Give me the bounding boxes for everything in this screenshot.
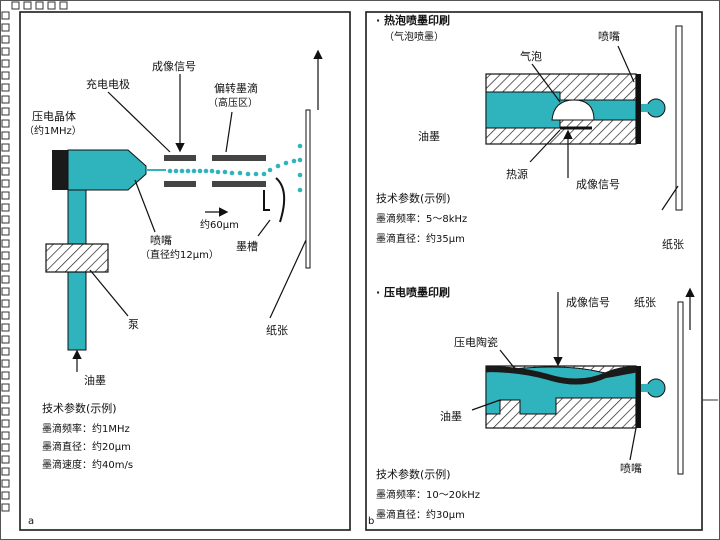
thermal-paper: [675, 25, 683, 211]
param-thermal-2: 墨滴直径：约35μm: [376, 232, 465, 245]
label-thermal-signal: 成像信号: [576, 178, 620, 191]
thermal-subtitle: （气泡喷墨）: [384, 30, 444, 43]
label-paper-a: 纸张: [266, 324, 288, 337]
leader-paper: [269, 239, 307, 319]
params-title-thermal: 技术参数(示例): [376, 191, 451, 205]
label-nozzle: 喷嘴: [150, 234, 172, 247]
leader-deflection: [225, 111, 233, 153]
param-a-1: 墨滴频率：约1MHz: [42, 422, 130, 435]
label-deflection-2: （高压区）: [208, 96, 258, 109]
label-nozzle-diameter: （直径约12μm）: [140, 248, 219, 261]
deflection-plate-bottom: [212, 181, 266, 187]
ink-gutter: [263, 190, 270, 211]
piezo-nozzle-plate: [636, 366, 641, 428]
piezo-title: · 压电喷墨印刷: [376, 285, 450, 299]
panel-b-frame: [365, 11, 703, 531]
label-piezo-ink: 油墨: [440, 409, 462, 423]
piezo-droplet: [646, 378, 666, 398]
label-pump: 泵: [128, 318, 139, 331]
charge-electrode-bottom: [164, 181, 196, 187]
param-thermal-1: 墨滴频率：5～8kHz: [376, 212, 467, 225]
label-thermal-paper: 纸张: [662, 238, 684, 251]
cij-printer: [45, 49, 323, 372]
label-piezo-signal: 成像信号: [566, 296, 610, 309]
label-piezo-paper: 纸张: [634, 296, 656, 309]
leader-piezo-nozzle: [629, 427, 637, 461]
leader-thermal-nozzle: [617, 45, 635, 83]
label-image-signal-a: 成像信号: [152, 60, 196, 73]
label-crystal-freq: （约1MHz）: [24, 124, 82, 137]
piezo-crystal: [52, 150, 68, 190]
piezo-droplet-neck: [641, 384, 649, 392]
leader-heat-source: [529, 129, 561, 163]
leader-piezo-ceramic: [499, 349, 517, 371]
leader-charge-electrode: [107, 91, 171, 153]
slide-top-ticks: [11, 1, 68, 10]
piezo-paper: [677, 301, 684, 475]
piezo-ceramic: [486, 366, 636, 385]
label-heat-source: 热源: [506, 167, 528, 181]
leader-thermal-paper: [661, 185, 679, 211]
deflection-plate-top: [212, 155, 266, 161]
slide-left-ticks: [1, 11, 10, 512]
label-gutter: 墨槽: [236, 240, 258, 253]
panel-a-corner: a: [28, 516, 34, 527]
thermal-printhead: [485, 25, 683, 211]
leader-gutter: [257, 219, 271, 237]
piezo-printhead: [471, 287, 695, 475]
deflected-droplets: [267, 143, 303, 193]
param-a-3: 墨滴速度：约40m/s: [42, 458, 133, 471]
label-piezo-nozzle: 喷嘴: [620, 462, 642, 475]
thermal-title: · 热泡喷墨印刷: [376, 13, 450, 27]
pump: [45, 243, 109, 273]
thermal-droplet: [646, 98, 666, 118]
panel-a-frame: [19, 11, 351, 531]
label-charge-electrode: 充电电极: [86, 77, 130, 91]
params-title-piezo: 技术参数(示例): [376, 467, 451, 481]
paper-sheet: [305, 109, 311, 269]
label-deflection-1: 偏转墨滴: [214, 81, 258, 95]
label-thermal-ink: 油墨: [418, 129, 440, 143]
params-title-a: 技术参数(示例): [42, 401, 117, 415]
label-thermal-nozzle: 喷嘴: [598, 30, 620, 43]
charge-electrode-top: [164, 155, 196, 161]
droplet-stream: [167, 168, 267, 177]
ink-chamber: [67, 149, 147, 191]
gutter-wall: [275, 177, 286, 223]
vapor-bubble: [551, 99, 595, 121]
label-piezo-ceramic: 压电陶瓷: [454, 335, 498, 349]
thermal-droplet-neck: [641, 104, 649, 112]
label-gap: 约60μm: [200, 218, 239, 231]
param-piezo-1: 墨滴频率：10～20kHz: [376, 488, 480, 501]
leader-pump: [89, 269, 129, 317]
param-a-2: 墨滴直径：约20μm: [42, 440, 131, 453]
thermal-nozzle-plate: [636, 74, 641, 144]
label-ink-a: 油墨: [84, 373, 106, 387]
leader-bubble: [531, 63, 561, 103]
label-crystal: 压电晶体: [32, 109, 76, 123]
param-piezo-2: 墨滴直径：约30μm: [376, 508, 465, 521]
leader-nozzle: [134, 179, 156, 233]
panel-b-corner: b: [368, 516, 374, 527]
label-bubble: 气泡: [520, 49, 542, 63]
leader-piezo-ink: [471, 399, 501, 411]
